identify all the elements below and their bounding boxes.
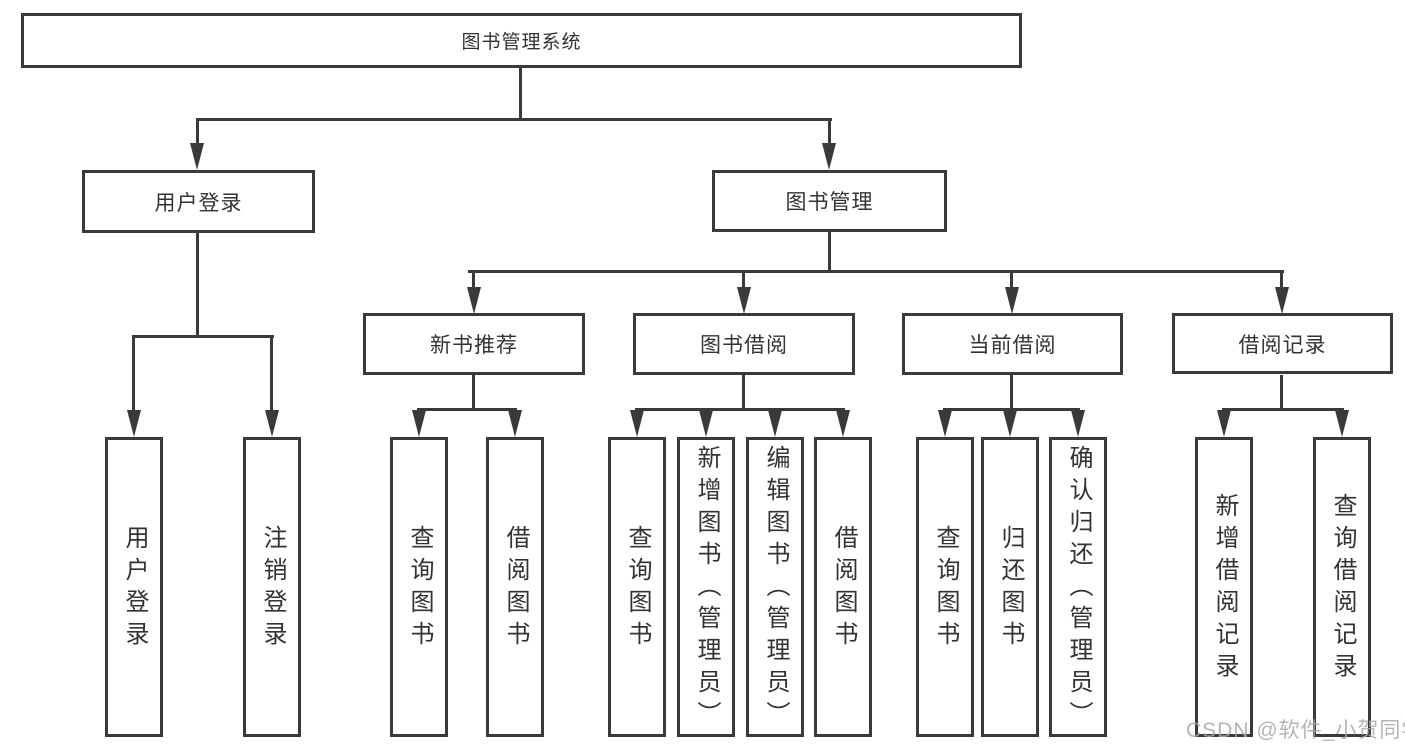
leaf-query-books-current: 查询图书: [916, 437, 974, 737]
arrow-down-icon: [1275, 287, 1289, 314]
connector-line: [1222, 408, 1344, 411]
connector-line: [472, 375, 475, 411]
node-current-borrowing: 当前借阅: [902, 313, 1123, 375]
connector-line: [742, 375, 745, 411]
arrow-down-icon: [412, 410, 426, 437]
connector-line: [472, 270, 475, 290]
node-book-management: 图书管理: [712, 170, 947, 232]
node-new-book-recommendation: 新书推荐: [363, 313, 585, 375]
arrow-down-icon: [768, 410, 782, 437]
connector-line: [196, 118, 832, 121]
connector-line: [1280, 270, 1283, 290]
node-borrowing-records: 借阅记录: [1172, 313, 1393, 374]
arrow-down-icon: [836, 410, 850, 437]
leaf-add-books-admin: 新增图书（管理员）: [677, 437, 735, 737]
arrow-down-icon: [467, 287, 481, 314]
arrow-down-icon: [737, 287, 751, 314]
arrow-down-icon: [190, 143, 204, 170]
connector-line: [742, 270, 745, 290]
connector-line: [196, 233, 199, 335]
leaf-add-borrow-record: 新增借阅记录: [1195, 437, 1253, 737]
leaf-return-books: 归还图书: [981, 437, 1039, 737]
arrow-down-icon: [630, 410, 644, 437]
arrow-down-icon: [1335, 410, 1349, 437]
connector-line: [270, 335, 273, 413]
node-user-login: 用户登录: [82, 170, 315, 233]
leaf-edit-books-admin: 编辑图书（管理员）: [746, 437, 804, 737]
node-library-management-system: 图书管理系统: [21, 13, 1022, 68]
leaf-query-books-borrow: 查询图书: [608, 437, 666, 737]
csdn-watermark: CSDN @软件_小贺同学: [1186, 719, 1405, 742]
connector-line: [133, 335, 274, 338]
connector-line: [828, 232, 831, 270]
leaf-borrow-books-borrow: 借阅图书: [814, 437, 872, 737]
leaf-logout: 注销登录: [243, 437, 301, 737]
connector-line: [828, 118, 831, 146]
arrow-down-icon: [1217, 410, 1231, 437]
arrow-down-icon: [265, 410, 279, 437]
leaf-query-books-recommend: 查询图书: [390, 437, 448, 737]
connector-line: [468, 270, 1284, 273]
leaf-user-login: 用户登录: [105, 437, 163, 737]
connector-line: [1010, 375, 1013, 411]
leaf-confirm-return-admin: 确认归还（管理员）: [1049, 437, 1107, 737]
arrow-down-icon: [1005, 287, 1019, 314]
leaf-borrow-books-recommend: 借阅图书: [486, 437, 544, 737]
arrow-down-icon: [699, 410, 713, 437]
connector-line: [635, 408, 845, 411]
leaf-query-borrow-record: 查询借阅记录: [1313, 437, 1371, 737]
arrow-down-icon: [508, 410, 522, 437]
connector-line: [519, 68, 522, 118]
connector-line: [196, 118, 199, 146]
connector-line: [1280, 375, 1283, 411]
connector-line: [943, 408, 1080, 411]
arrow-down-icon: [1003, 410, 1017, 437]
connector-line: [417, 408, 517, 411]
node-book-borrowing: 图书借阅: [633, 313, 855, 375]
arrow-down-icon: [127, 410, 141, 437]
arrow-down-icon: [938, 410, 952, 437]
arrow-down-icon: [822, 143, 836, 170]
connector-line: [132, 335, 135, 413]
arrow-down-icon: [1071, 410, 1085, 437]
connector-line: [1010, 270, 1013, 290]
